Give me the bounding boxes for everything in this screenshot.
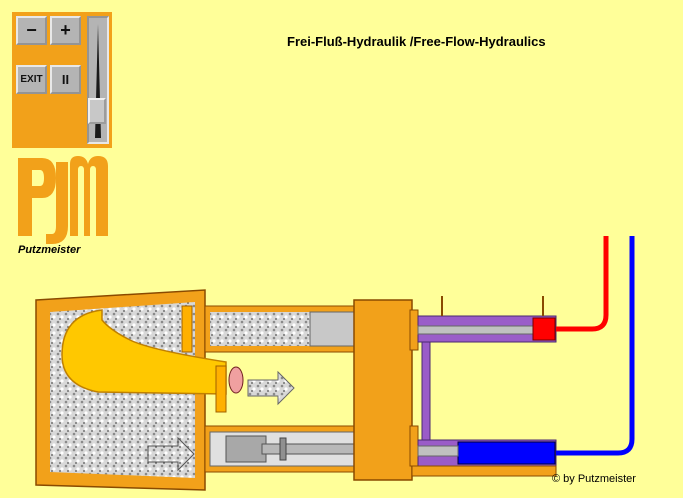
lower-hydraulic-rod: [417, 445, 459, 457]
lower-piston-rod: [261, 443, 358, 455]
s-tube-upper-ring: [181, 305, 193, 353]
s-tube: [61, 309, 227, 395]
upper-piston: [309, 311, 359, 347]
lower-piston: [225, 435, 267, 463]
water-box-flange-bottom: [409, 425, 419, 467]
copyright-text: by Putzmeister: [563, 473, 636, 485]
base-plate: [411, 465, 557, 477]
lower-rod-collar: [279, 437, 287, 461]
pause-button[interactable]: II: [50, 65, 81, 94]
water-box-flange-top: [409, 309, 419, 351]
upper-hydraulic-rod: [417, 325, 534, 335]
connecting-pipe: [421, 341, 431, 441]
upper-cylinder-concrete: [210, 312, 310, 346]
speed-slider[interactable]: [87, 16, 109, 144]
flow-arrow-in-icon: [147, 436, 195, 472]
flow-arrow-out-icon: [247, 370, 295, 406]
plus-button[interactable]: +: [50, 16, 81, 45]
logo-brand-text: Putzmeister: [18, 244, 81, 256]
exit-button[interactable]: EXIT: [16, 65, 47, 94]
upper-hydraulic-pressure: [532, 317, 556, 341]
copyright-notice: © by Putzmeister: [552, 473, 636, 485]
putzmeister-logo: [18, 156, 108, 244]
water-box: [353, 299, 413, 481]
hydraulic-line-red: [556, 236, 609, 332]
lower-hydraulic-pressure: [457, 441, 556, 465]
minus-button[interactable]: −: [16, 16, 47, 45]
s-tube-outlet: [228, 366, 244, 394]
hydraulic-line-blue: [556, 236, 635, 456]
page-title: Frei-Fluß-Hydraulik /Free-Flow-Hydraulic…: [287, 34, 546, 49]
copyright-icon: ©: [552, 473, 561, 485]
control-panel: − + EXIT II: [12, 12, 112, 148]
s-tube-outlet-ring: [215, 365, 227, 413]
speed-slider-thumb[interactable]: [88, 98, 106, 124]
